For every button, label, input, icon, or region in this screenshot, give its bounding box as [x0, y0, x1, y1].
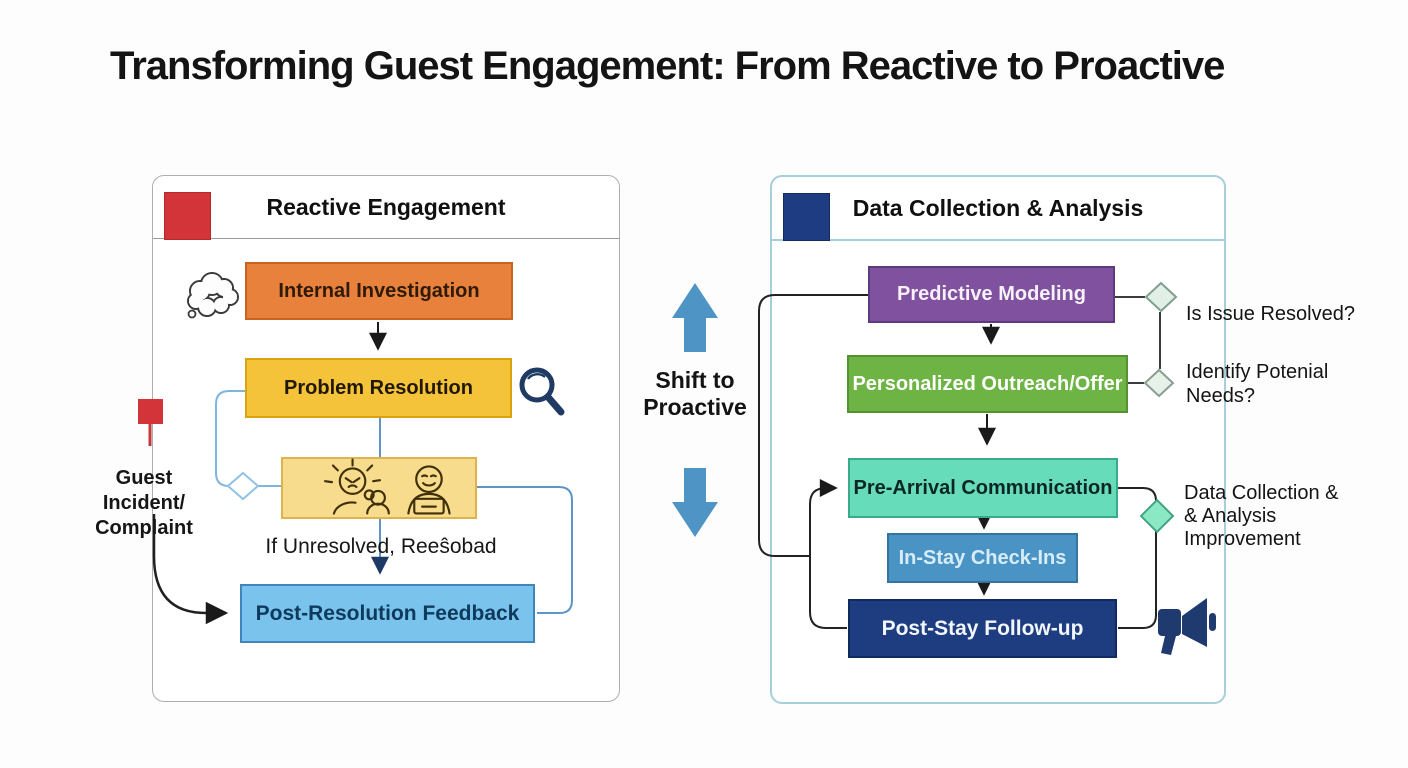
guest-label-line: Incident/: [102, 492, 186, 514]
decision-diamond-potential: [1143, 368, 1175, 398]
predictive-modeling-box: Predictive Modeling: [868, 266, 1115, 323]
megaphone-icon: [1158, 598, 1216, 655]
decision-diamond-improvement: [1139, 498, 1175, 534]
improvement-label-line: Improvement: [1184, 528, 1301, 550]
decision-diamond-left: [226, 471, 260, 501]
shift-to-proactive-label: Shift to Proactive: [612, 367, 778, 421]
guest-label-line: Complaint: [95, 517, 193, 539]
navy-square-icon: [783, 193, 830, 241]
resolution-team-box: [281, 457, 477, 519]
guest-incident-label: Guest Incident/ Complaint: [86, 466, 202, 541]
person-laptop-icon: [407, 465, 451, 515]
left-panel-header: Reactive Engagement: [153, 176, 619, 240]
post-stay-follow-up-box: Post-Stay Follow-up: [848, 599, 1117, 658]
internal-investigation-box: Internal Investigation: [245, 262, 513, 320]
post-resolution-feedback-box: Post-Resolution Feedback: [240, 584, 535, 643]
improvement-label-line: Data Collection &: [1184, 482, 1339, 504]
improvement-label-line: & Analysis: [1184, 505, 1277, 527]
page-title: Transforming Guest Engagement: From Reac…: [110, 44, 1225, 88]
decision-diamond-resolved: [1144, 281, 1178, 313]
shift-label-line: Proactive: [643, 394, 747, 420]
up-arrow-icon: [672, 283, 718, 352]
data-analysis-improvement-label: Data Collection & & Analysis Improvement: [1184, 482, 1374, 551]
is-issue-resolved-label: Is Issue Resolved?: [1186, 303, 1355, 325]
guest-label-line: Guest: [115, 467, 173, 489]
identify-potential-needs-label: Identify Potenial Needs?: [1186, 360, 1376, 408]
shift-label-line: Shift to: [655, 367, 735, 393]
up-down-block-arrows: [672, 283, 718, 537]
in-stay-check-ins-box: In-Stay Check-Ins: [887, 533, 1078, 583]
potential-label-line: Identify Potenial: [1186, 361, 1329, 383]
personalized-outreach-box: Personalized Outreach/Offer: [847, 355, 1128, 413]
stressed-person-icon: [324, 458, 390, 515]
right-flow-connectors: [758, 281, 1178, 629]
pre-arrival-communication-box: Pre-Arrival Communication: [848, 458, 1118, 518]
red-square-icon: [164, 192, 211, 240]
down-arrow-icon: [672, 468, 718, 537]
right-panel-header: Data Collection & Analysis: [772, 177, 1224, 241]
red-pin-marker: [138, 399, 163, 446]
thought-cloud-icon: [187, 272, 239, 319]
problem-resolution-box: Problem Resolution: [245, 358, 512, 418]
left-panel-title: Reactive Engagement: [266, 193, 506, 220]
unresolved-note: If Unresolved, Reeŝobad: [265, 535, 497, 558]
right-panel-title: Data Collection & Analysis: [852, 194, 1144, 221]
potential-label-line: Needs?: [1186, 385, 1255, 407]
magnifying-glass-icon: [519, 367, 565, 416]
